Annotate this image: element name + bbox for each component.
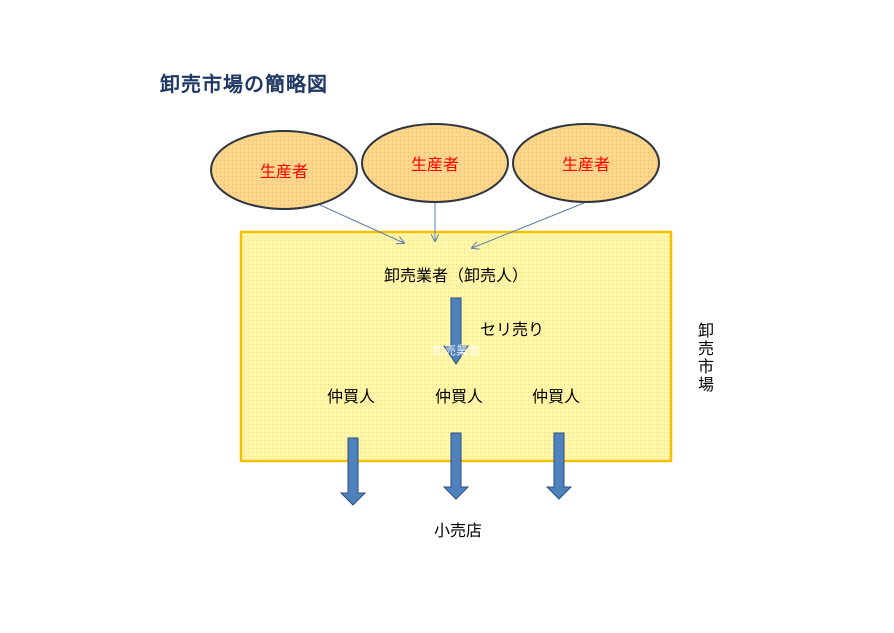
producer-ellipse-1 <box>210 130 358 210</box>
producer-label-2: 生産者 <box>410 155 460 174</box>
producer-arrow-1 <box>319 204 404 243</box>
producer-label-3: 生産者 <box>561 155 611 174</box>
retail-label: 小売店 <box>433 521 483 540</box>
retail-arrow-1 <box>339 437 367 506</box>
producer-label-1: 生産者 <box>259 162 309 181</box>
ghost-text: 卸売業者 <box>431 343 481 358</box>
market-label: 卸売市場 <box>695 322 714 394</box>
broker-label-1: 仲買人 <box>326 387 376 406</box>
retail-arrow-3 <box>545 432 573 500</box>
broker-label-2: 仲買人 <box>434 387 484 406</box>
broker-label-3: 仲買人 <box>531 387 581 406</box>
wholesaler-label: 卸売業者（卸売人） <box>383 266 529 285</box>
producer-arrow-3 <box>472 202 585 248</box>
retail-arrow-2 <box>442 432 470 500</box>
auction-label: セリ売り <box>479 320 545 339</box>
producer-ellipse-3 <box>512 123 660 203</box>
auction-arrow <box>443 297 469 365</box>
producer-ellipse-2 <box>361 123 509 203</box>
page-title: 卸売市場の簡略図 <box>160 72 328 96</box>
